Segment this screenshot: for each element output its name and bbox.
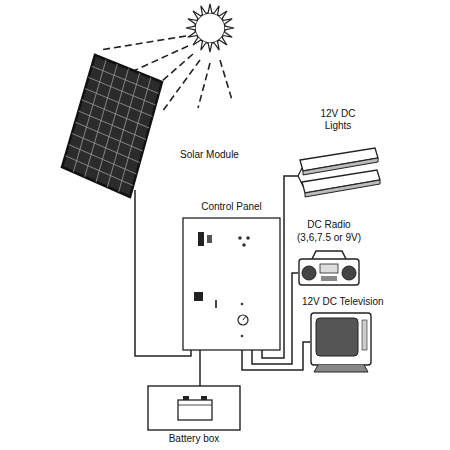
device-node: 12V DC Television <box>310 312 372 374</box>
device-node: Control Panel <box>183 218 280 350</box>
wire-connector <box>252 273 298 364</box>
wire-connector <box>135 197 191 356</box>
control-panel-illustration <box>183 218 280 350</box>
dc-radio-illustration <box>299 251 359 285</box>
device-label: (3,6,7.5 or 9V) <box>297 232 361 244</box>
device-label: 12V DC Television <box>302 296 384 308</box>
panel-cells <box>65 60 159 193</box>
wire-connector <box>199 350 201 386</box>
device-label: Battery box <box>148 433 240 445</box>
device-node: Solar Module <box>62 55 162 197</box>
sun-illustration <box>186 4 234 52</box>
device-label: 12V DC Lights <box>308 108 368 132</box>
device-node: Battery box <box>148 386 240 430</box>
device-label: Control Panel <box>183 201 280 213</box>
device-node: DC Radio(3,6,7.5 or 9V) <box>298 249 360 286</box>
sun-disc <box>195 13 225 43</box>
wire-connector <box>242 342 310 370</box>
device-node: 12V DC Lights <box>298 145 382 199</box>
dc-television-illustration <box>311 313 371 372</box>
solar-panel-illustration <box>62 55 162 197</box>
device-label: DC Radio <box>307 219 350 231</box>
device-label: Solar Module <box>180 149 239 161</box>
battery-box-illustration <box>148 386 240 430</box>
panel-frame <box>62 55 162 197</box>
panel-lead <box>134 190 136 197</box>
dc-lights-illustration <box>298 148 380 197</box>
